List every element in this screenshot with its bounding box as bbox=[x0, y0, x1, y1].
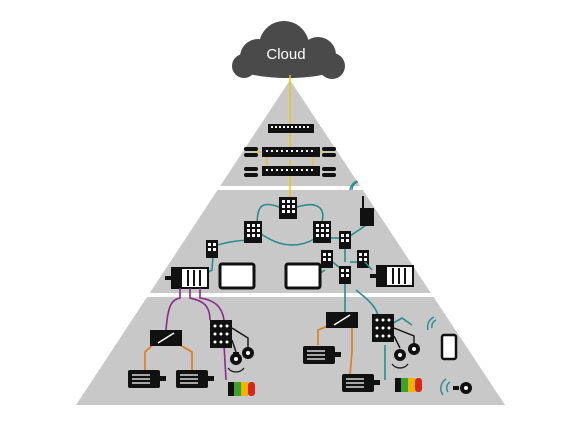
cloud-icon bbox=[232, 21, 345, 79]
hmi-panel-icon bbox=[284, 262, 322, 290]
plc-icon bbox=[165, 267, 209, 289]
tier-divider-upper bbox=[150, 186, 440, 190]
cloud: Cloud bbox=[232, 21, 345, 79]
network-switch-icon bbox=[339, 266, 351, 284]
proximity-sensor-icon bbox=[453, 382, 472, 394]
signal-beacon-icon bbox=[395, 378, 422, 392]
motor-icon bbox=[342, 374, 380, 392]
drive-icon bbox=[150, 330, 182, 346]
io-module-icon bbox=[210, 320, 232, 348]
server-rack-icon bbox=[244, 147, 258, 177]
aggregation-switch-icon bbox=[262, 147, 320, 157]
motor-icon bbox=[176, 370, 214, 388]
tier-divider-lower bbox=[100, 293, 490, 297]
bottom-tier bbox=[128, 288, 472, 396]
motor-icon bbox=[128, 370, 166, 388]
ethernet-link-plc bbox=[364, 261, 373, 271]
drive-icon bbox=[326, 312, 358, 328]
wifi-icon bbox=[426, 316, 437, 331]
network-switch-icon bbox=[279, 197, 297, 219]
proximity-sensor-icon bbox=[230, 352, 242, 365]
mobile-phone-icon bbox=[440, 333, 458, 361]
network-switch-icon bbox=[206, 240, 218, 258]
proximity-sensor-icon bbox=[394, 349, 406, 361]
aggregation-switch-icon bbox=[262, 166, 320, 176]
signal-beacon-icon bbox=[228, 382, 255, 396]
wifi-icon bbox=[227, 363, 409, 373]
wifi-icon bbox=[440, 378, 451, 396]
sensor-links bbox=[231, 327, 415, 353]
motor-icon bbox=[303, 346, 341, 364]
proximity-sensor-icon bbox=[408, 343, 420, 355]
middle-tier bbox=[165, 180, 414, 290]
hmi-panel-icon bbox=[218, 262, 256, 290]
proximity-sensor-icon bbox=[242, 347, 254, 359]
network-switch-icon bbox=[321, 250, 333, 268]
network-switch-icon bbox=[244, 221, 262, 243]
core-switch-icon bbox=[268, 124, 314, 133]
wireless-gateway-icon bbox=[360, 196, 374, 226]
cloud-label: Cloud bbox=[266, 46, 305, 63]
wifi-icon bbox=[349, 180, 359, 191]
network-switch-icon bbox=[339, 231, 351, 249]
plc-icon bbox=[370, 265, 414, 287]
fieldbus-links bbox=[165, 288, 227, 381]
io-module-icon bbox=[372, 314, 394, 342]
pyramid-background bbox=[76, 80, 505, 405]
top-tier bbox=[244, 75, 336, 200]
network-switch-icon bbox=[313, 221, 331, 243]
server-rack-icon bbox=[322, 147, 336, 177]
field-ethernet-links bbox=[344, 289, 413, 380]
